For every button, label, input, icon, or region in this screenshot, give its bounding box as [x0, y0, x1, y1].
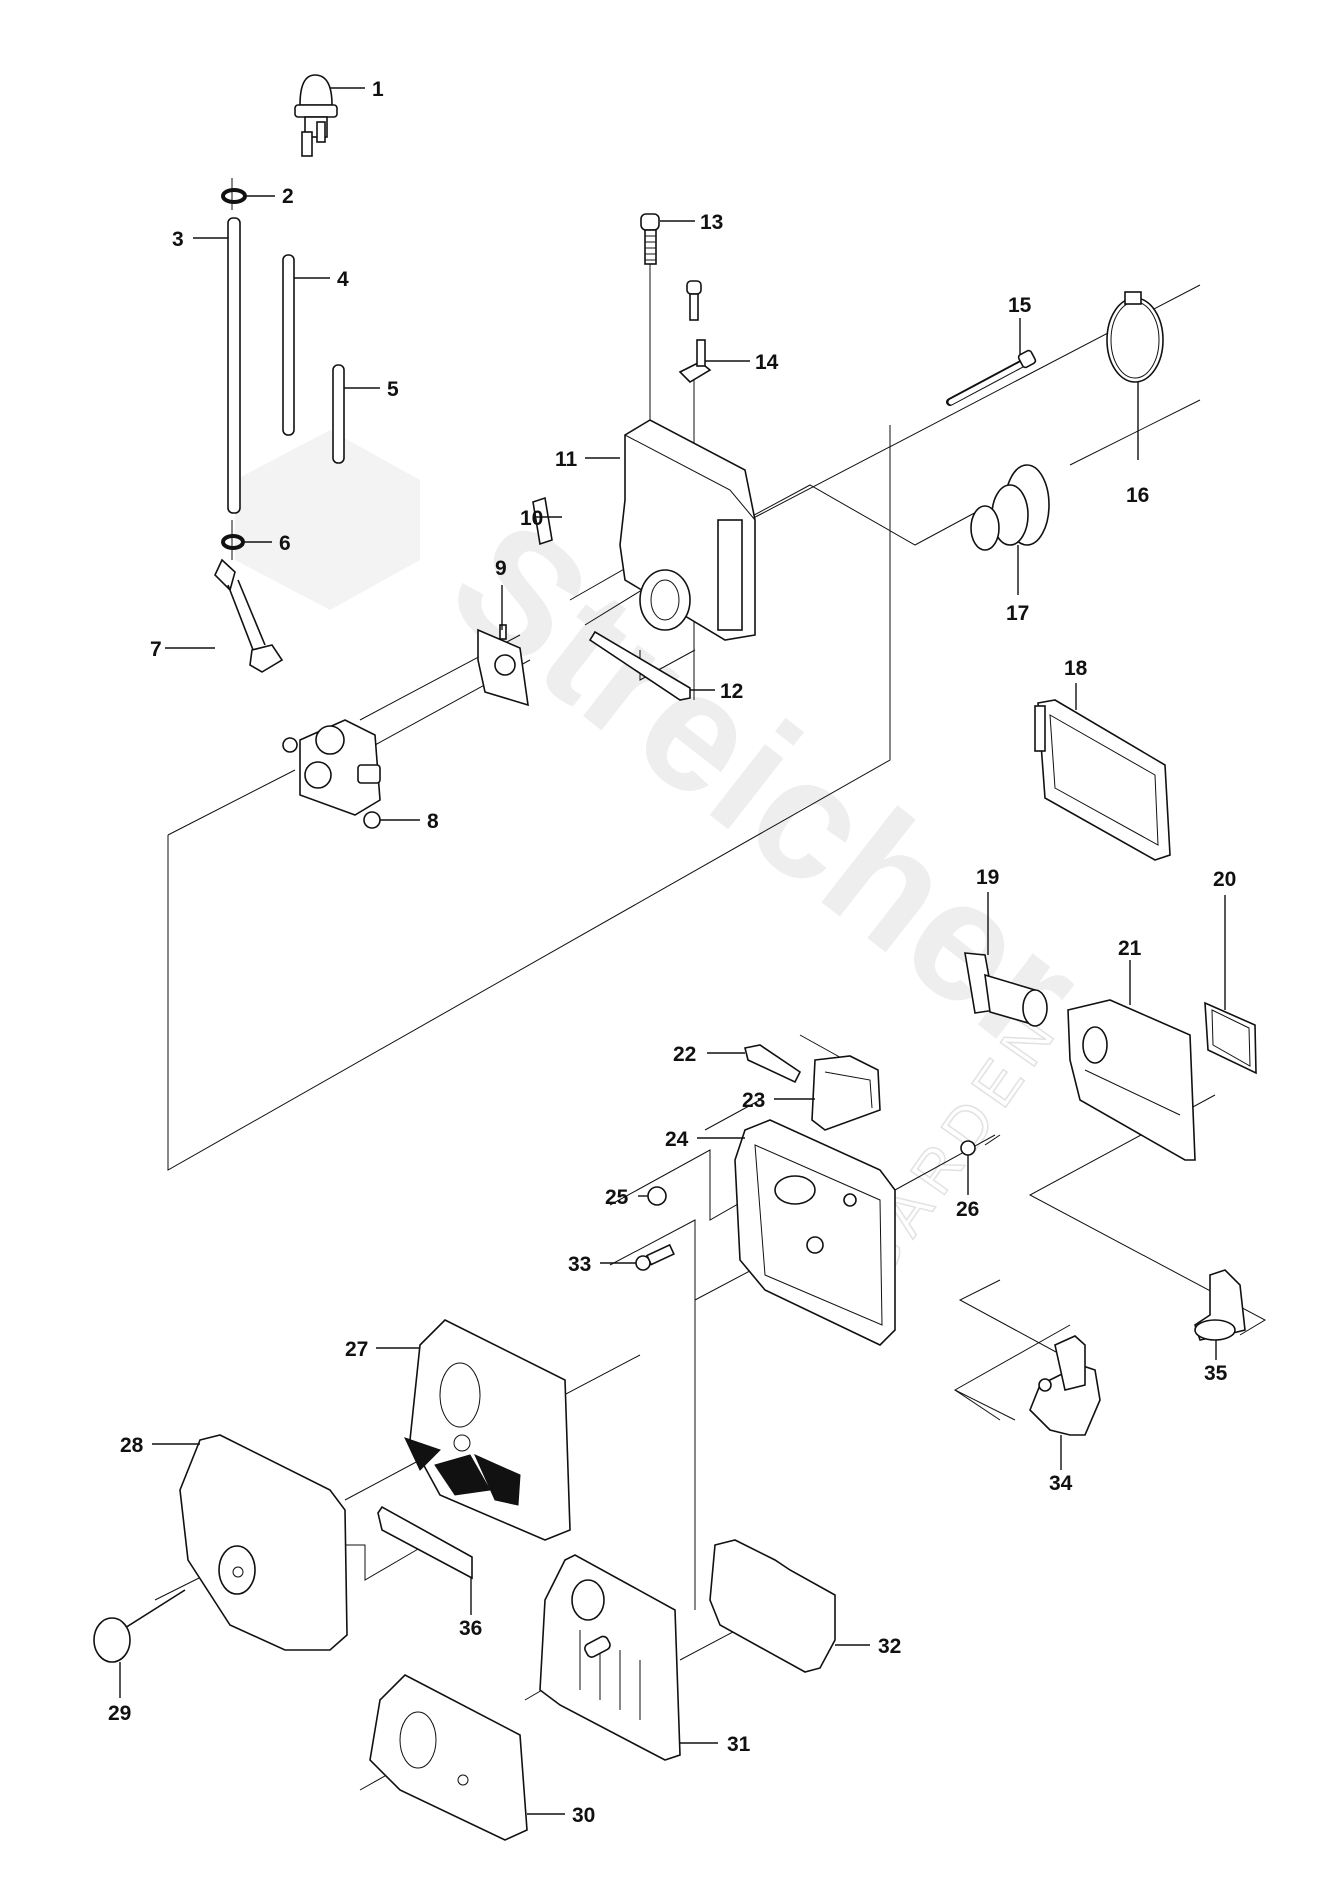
part-23-cover[interactable]	[811, 1055, 881, 1131]
callout-11[interactable]: 11	[555, 448, 578, 471]
part-29-knob-screw[interactable]	[93, 1589, 186, 1663]
callout-2[interactable]: 2	[282, 185, 294, 208]
part-21-housing[interactable]	[1067, 999, 1196, 1161]
part-28-air-filter-cover[interactable]	[179, 1434, 348, 1651]
part-1-primer-bulb[interactable]	[294, 74, 338, 157]
callout-22[interactable]: 22	[673, 1043, 696, 1066]
callout-5[interactable]: 5	[387, 378, 399, 401]
callout-26[interactable]: 26	[956, 1198, 979, 1221]
callout-28[interactable]: 28	[120, 1434, 144, 1457]
part-14-bracket[interactable]	[678, 280, 712, 384]
watermark-logo-icon	[235, 430, 420, 610]
part-20-gasket[interactable]	[1204, 1001, 1257, 1075]
callout-7[interactable]: 7	[150, 638, 162, 661]
part-10-foam-strip[interactable]	[532, 496, 553, 546]
part-32-foam-filter[interactable]	[709, 1539, 836, 1673]
callout-20[interactable]: 20	[1213, 868, 1236, 891]
part-15-bolt[interactable]	[946, 349, 1037, 406]
callout-6[interactable]: 6	[279, 532, 291, 555]
callout-14[interactable]: 14	[755, 351, 779, 374]
callout-23[interactable]: 23	[742, 1089, 765, 1112]
callout-13[interactable]: 13	[700, 211, 723, 234]
callout-27[interactable]: 27	[345, 1338, 368, 1361]
part-11-intake-holder[interactable]	[619, 419, 756, 641]
callout-8[interactable]: 8	[427, 810, 439, 833]
callout-1[interactable]: 1	[372, 78, 384, 101]
part-6-o-ring[interactable]	[221, 534, 245, 550]
part-13-screw[interactable]	[640, 213, 660, 265]
part-26-nut[interactable]	[960, 1140, 976, 1156]
callout-21[interactable]: 21	[1118, 937, 1142, 960]
callout-35[interactable]: 35	[1204, 1362, 1228, 1385]
callout-12[interactable]: 12	[720, 680, 743, 703]
part-4-hose[interactable]	[282, 254, 295, 436]
callout-4[interactable]: 4	[337, 268, 349, 291]
callout-17[interactable]: 17	[1006, 602, 1029, 625]
callout-18[interactable]: 18	[1064, 657, 1088, 680]
part-2-o-ring[interactable]	[221, 188, 247, 204]
part-22-pin[interactable]	[744, 1044, 802, 1084]
part-36-foam-strip[interactable]	[377, 1505, 473, 1580]
callout-31[interactable]: 31	[727, 1733, 751, 1756]
part-8-carburetor[interactable]	[282, 719, 381, 829]
callout-32[interactable]: 32	[878, 1635, 901, 1658]
callout-19[interactable]: 19	[976, 866, 999, 889]
part-3-hose[interactable]	[227, 217, 241, 514]
leader-lines	[119, 87, 1226, 1815]
callout-24[interactable]: 24	[665, 1128, 689, 1151]
callout-16[interactable]: 16	[1126, 484, 1149, 507]
callout-29[interactable]: 29	[108, 1702, 131, 1725]
part-27-filter-holder[interactable]	[404, 1319, 571, 1541]
part-18-gasket-plate[interactable]	[1034, 699, 1171, 861]
part-31-filter-frame[interactable]	[539, 1554, 681, 1761]
callout-10[interactable]: 10	[520, 507, 543, 530]
callout-3[interactable]: 3	[172, 228, 184, 251]
part-24-filter-base[interactable]	[734, 1119, 896, 1346]
part-7-choke-lever[interactable]	[214, 558, 284, 673]
callout-30[interactable]: 30	[572, 1804, 595, 1827]
part-25-nut[interactable]	[647, 1186, 667, 1206]
callout-15[interactable]: 15	[1008, 294, 1032, 317]
part-16-hose-clamp[interactable]	[1106, 291, 1164, 383]
part-35-choke-plate[interactable]	[1194, 1269, 1246, 1341]
callouts: 1 2 3 4 5 6 7 8 9 10 11 12 13 14 15 16 1…	[108, 78, 1236, 1827]
part-30-pre-filter[interactable]	[369, 1674, 528, 1841]
callout-34[interactable]: 34	[1049, 1472, 1073, 1495]
part-33-screw[interactable]	[635, 1243, 675, 1271]
callout-33[interactable]: 33	[568, 1253, 591, 1276]
part-5-hose[interactable]	[332, 364, 345, 464]
callout-36[interactable]: 36	[459, 1617, 482, 1640]
part-9-gasket[interactable]	[477, 624, 529, 707]
part-19-intake-tube[interactable]	[964, 952, 1048, 1027]
callout-9[interactable]: 9	[495, 557, 507, 580]
callout-25[interactable]: 25	[605, 1186, 629, 1209]
part-34-choke-bracket[interactable]	[1029, 1335, 1101, 1436]
part-12-foam-strip[interactable]	[588, 630, 691, 701]
part-17-intake-manifold[interactable]	[970, 464, 1050, 551]
